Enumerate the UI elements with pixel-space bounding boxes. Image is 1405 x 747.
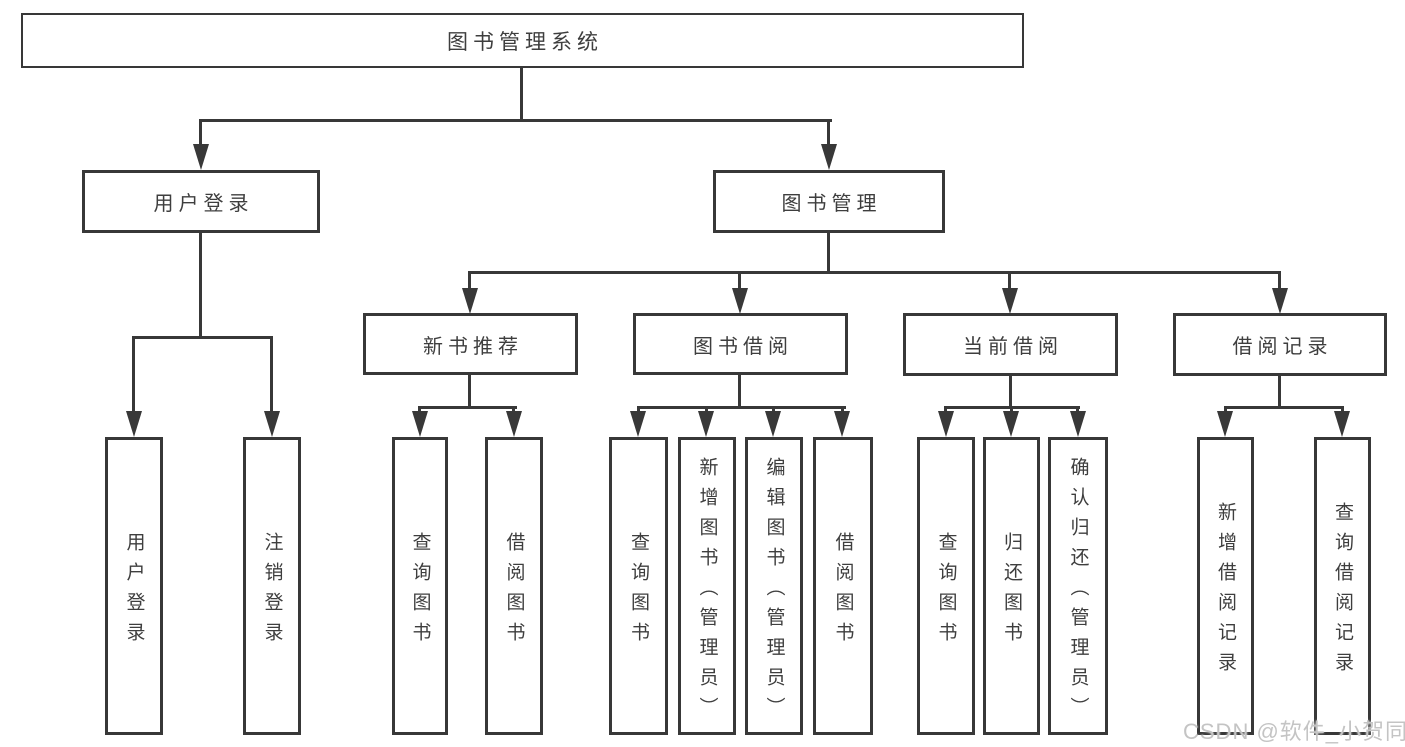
connector-line	[1278, 374, 1281, 408]
node-book-borrowing: 图书借阅	[633, 313, 848, 375]
arrow-down-icon	[938, 411, 954, 437]
connector-line	[132, 336, 273, 339]
connector-line	[468, 373, 471, 408]
connector-line	[418, 406, 517, 409]
arrow-down-icon	[1217, 411, 1233, 437]
arrow-down-icon	[1070, 411, 1086, 437]
connector-line	[468, 271, 1281, 274]
connector-line	[199, 231, 202, 338]
node-user-login: 用户登录	[82, 170, 320, 233]
connector-line	[1224, 406, 1344, 409]
arrow-down-icon	[765, 411, 781, 437]
arrow-down-icon	[506, 411, 522, 437]
connector-line	[199, 119, 832, 122]
connector-line	[468, 271, 471, 293]
leaf-query-books-recommend: 查询图书	[392, 437, 448, 735]
node-library-management-system: 图书管理系统	[21, 13, 1024, 68]
connector-line	[637, 406, 846, 409]
arrow-down-icon	[834, 411, 850, 437]
leaf-borrow-books-borrowing: 借阅图书	[813, 437, 873, 735]
leaf-query-borrow-record: 查询借阅记录	[1314, 437, 1371, 735]
leaf-return-books: 归还图书	[983, 437, 1040, 735]
arrow-down-icon	[126, 411, 142, 437]
leaf-borrow-books-recommend: 借阅图书	[485, 437, 543, 735]
arrow-down-icon	[1272, 288, 1288, 314]
leaf-confirm-return-admin: 确认归还（管理员）	[1048, 437, 1108, 735]
connector-line	[132, 336, 135, 416]
arrow-down-icon	[1002, 288, 1018, 314]
leaf-logout: 注销登录	[243, 437, 301, 735]
arrow-down-icon	[412, 411, 428, 437]
arrow-down-icon	[698, 411, 714, 437]
connector-line	[270, 336, 273, 416]
node-new-book-recommend: 新书推荐	[363, 313, 578, 375]
arrow-down-icon	[821, 144, 837, 170]
arrow-down-icon	[264, 411, 280, 437]
connector-line	[827, 119, 830, 151]
connector-line	[1008, 271, 1011, 293]
connector-line	[199, 119, 202, 151]
arrow-down-icon	[732, 288, 748, 314]
node-borrowing-records: 借阅记录	[1173, 313, 1387, 376]
arrow-down-icon	[462, 288, 478, 314]
connector-line	[1278, 271, 1281, 293]
node-book-management: 图书管理	[713, 170, 945, 233]
connector-line	[520, 66, 523, 120]
leaf-add-book-admin: 新增图书（管理员）	[678, 437, 736, 735]
csdn-watermark: CSDN @软件_小贺同学	[1183, 719, 1405, 744]
leaf-add-borrow-record: 新增借阅记录	[1197, 437, 1254, 735]
node-current-borrowing: 当前借阅	[903, 313, 1118, 376]
leaf-query-books-borrowing: 查询图书	[609, 437, 668, 735]
connector-line	[738, 271, 741, 293]
connector-line	[827, 231, 830, 273]
arrow-down-icon	[630, 411, 646, 437]
arrow-down-icon	[193, 144, 209, 170]
leaf-query-books-current: 查询图书	[917, 437, 975, 735]
leaf-user-login: 用户登录	[105, 437, 163, 735]
leaf-edit-book-admin: 编辑图书（管理员）	[745, 437, 803, 735]
arrow-down-icon	[1334, 411, 1350, 437]
arrow-down-icon	[1003, 411, 1019, 437]
connector-line	[1009, 374, 1012, 408]
connector-line	[738, 373, 741, 408]
